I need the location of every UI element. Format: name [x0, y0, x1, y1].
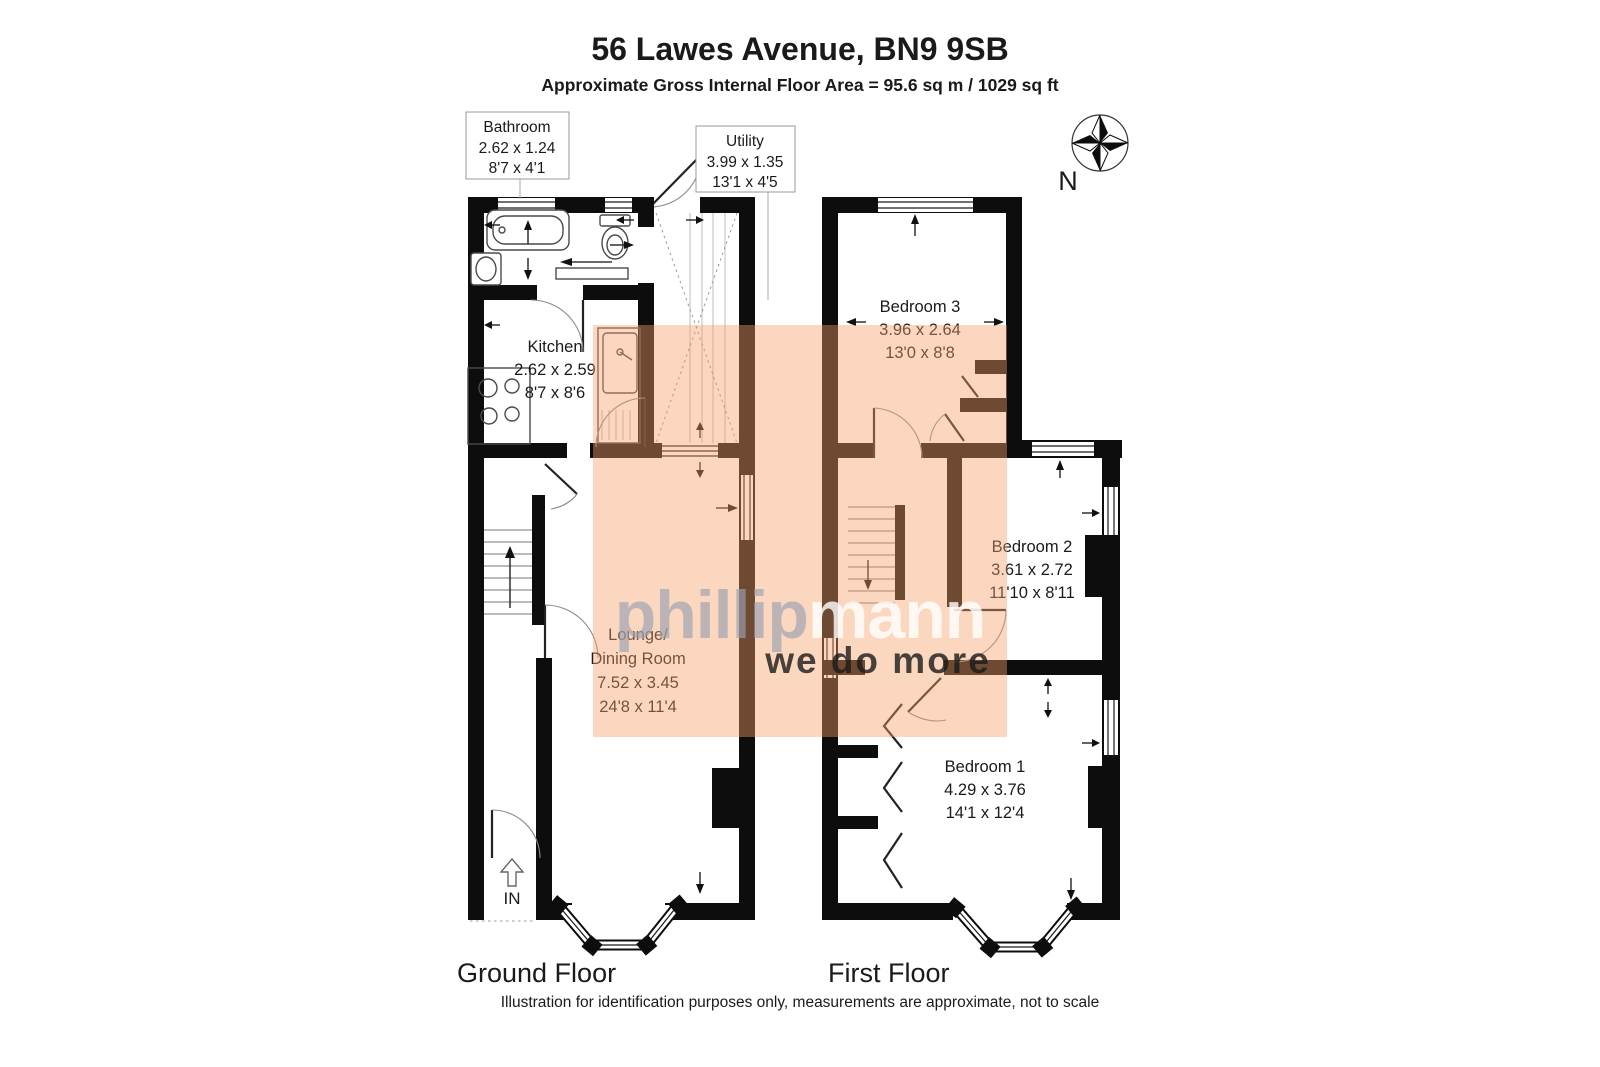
bedroom1-door — [907, 677, 947, 722]
utility-label: Utility — [726, 133, 764, 150]
entrance-label: IN — [504, 889, 521, 908]
chimney-breast — [1085, 535, 1120, 597]
lounge-door — [543, 604, 599, 659]
lounge-imperial: 24'8 x 11'4 — [599, 698, 677, 716]
bathroom-imperial: 8'7 x 4'1 — [489, 160, 546, 177]
kitchen-imperial: 8'7 x 8'6 — [525, 384, 585, 402]
bay-window — [944, 896, 1087, 959]
compass-icon: N — [1058, 114, 1129, 196]
hall-door — [544, 463, 578, 510]
lounge-metric: 7.52 x 3.45 — [597, 674, 679, 692]
utility-door-gap — [650, 196, 700, 214]
bedroom1-metric: 4.29 x 3.76 — [944, 781, 1026, 799]
bathroom-callout: Bathroom 2.62 x 1.24 8'7 x 4'1 — [465, 111, 570, 199]
window — [741, 475, 753, 540]
kitchen-metric: 2.62 x 2.59 — [514, 361, 596, 379]
cupboard-doors — [929, 375, 979, 442]
window — [878, 198, 973, 212]
bathroom-door — [530, 299, 585, 353]
window — [1104, 700, 1118, 755]
radiator — [555, 258, 629, 280]
closets — [838, 703, 903, 889]
utility-slope-lines — [655, 212, 738, 444]
bedroom2-label: Bedroom 2 — [992, 538, 1073, 556]
watermark-tagline: we do more — [764, 640, 991, 681]
stove-icon — [467, 367, 531, 445]
bedroom2-metric: 3.61 x 2.72 — [991, 561, 1073, 579]
bedroom2-imperial: 11'10 x 8'11 — [989, 584, 1075, 602]
bathroom-metric: 2.62 x 1.24 — [479, 140, 556, 157]
bedroom1-label: Bedroom 1 — [945, 758, 1026, 776]
watermark-part1: phillip — [615, 577, 808, 653]
chimney-breast — [712, 768, 755, 828]
page-title: 56 Lawes Avenue, BN9 9SB — [591, 31, 1008, 67]
page-subtitle: Approximate Gross Internal Floor Area = … — [541, 75, 1058, 95]
window — [1104, 487, 1118, 542]
bedroom3-label: Bedroom 3 — [880, 298, 961, 316]
utility-imperial: 13'1 x 4'5 — [712, 174, 777, 191]
bedroom2-door — [953, 608, 1007, 663]
bedroom3-metric: 3.96 x 2.64 — [879, 321, 961, 339]
watermark: phillipmann we do more — [615, 577, 991, 681]
utility-metric: 3.99 x 1.35 — [707, 154, 784, 171]
dimension-arrows — [846, 214, 1100, 900]
staircase — [848, 506, 895, 604]
watermark-overlay — [593, 325, 1007, 737]
watermark-part2: mann — [808, 577, 985, 653]
entrance-door — [490, 809, 541, 859]
bathroom-label: Bathroom — [483, 119, 550, 136]
first-floor-label: First Floor — [828, 958, 950, 988]
bedroom3-door — [872, 407, 923, 459]
kitchen-sink-icon — [597, 327, 641, 444]
entrance-arrow-icon — [499, 857, 525, 887]
window — [498, 198, 555, 212]
bedroom3-imperial: 13'0 x 8'8 — [885, 344, 955, 362]
footer-disclaimer: Illustration for identification purposes… — [501, 994, 1100, 1011]
ground-floor-plan: IN Kitchen 2.62 x 2.59 — [467, 154, 755, 957]
bedroom1-imperial: 14'1 x 12'4 — [946, 804, 1025, 822]
kitchen-label: Kitchen — [527, 338, 582, 356]
sink-icon — [470, 252, 502, 286]
compass-north-label: N — [1058, 166, 1078, 196]
lounge-label-1: Lounge/ — [608, 626, 668, 644]
chimney-breast — [1088, 766, 1120, 828]
utility-callout: Utility 3.99 x 1.35 13'1 x 4'5 — [695, 125, 796, 300]
bay-window — [547, 894, 690, 957]
toilet-icon — [599, 214, 631, 260]
kitchen-door — [595, 397, 647, 448]
threshold — [662, 445, 718, 457]
lounge-label-2: Dining Room — [590, 650, 685, 668]
dimension-arrows — [484, 216, 738, 894]
staircase — [484, 529, 532, 615]
window — [1032, 442, 1094, 456]
first-floor-plan: Bedroom 3 3.96 x 2.64 13'0 x 8'8 Bedroom… — [822, 197, 1122, 959]
window — [605, 198, 632, 212]
ground-floor-label: Ground Floor — [457, 958, 616, 988]
svg-text:phillipmann: phillipmann — [615, 577, 986, 653]
